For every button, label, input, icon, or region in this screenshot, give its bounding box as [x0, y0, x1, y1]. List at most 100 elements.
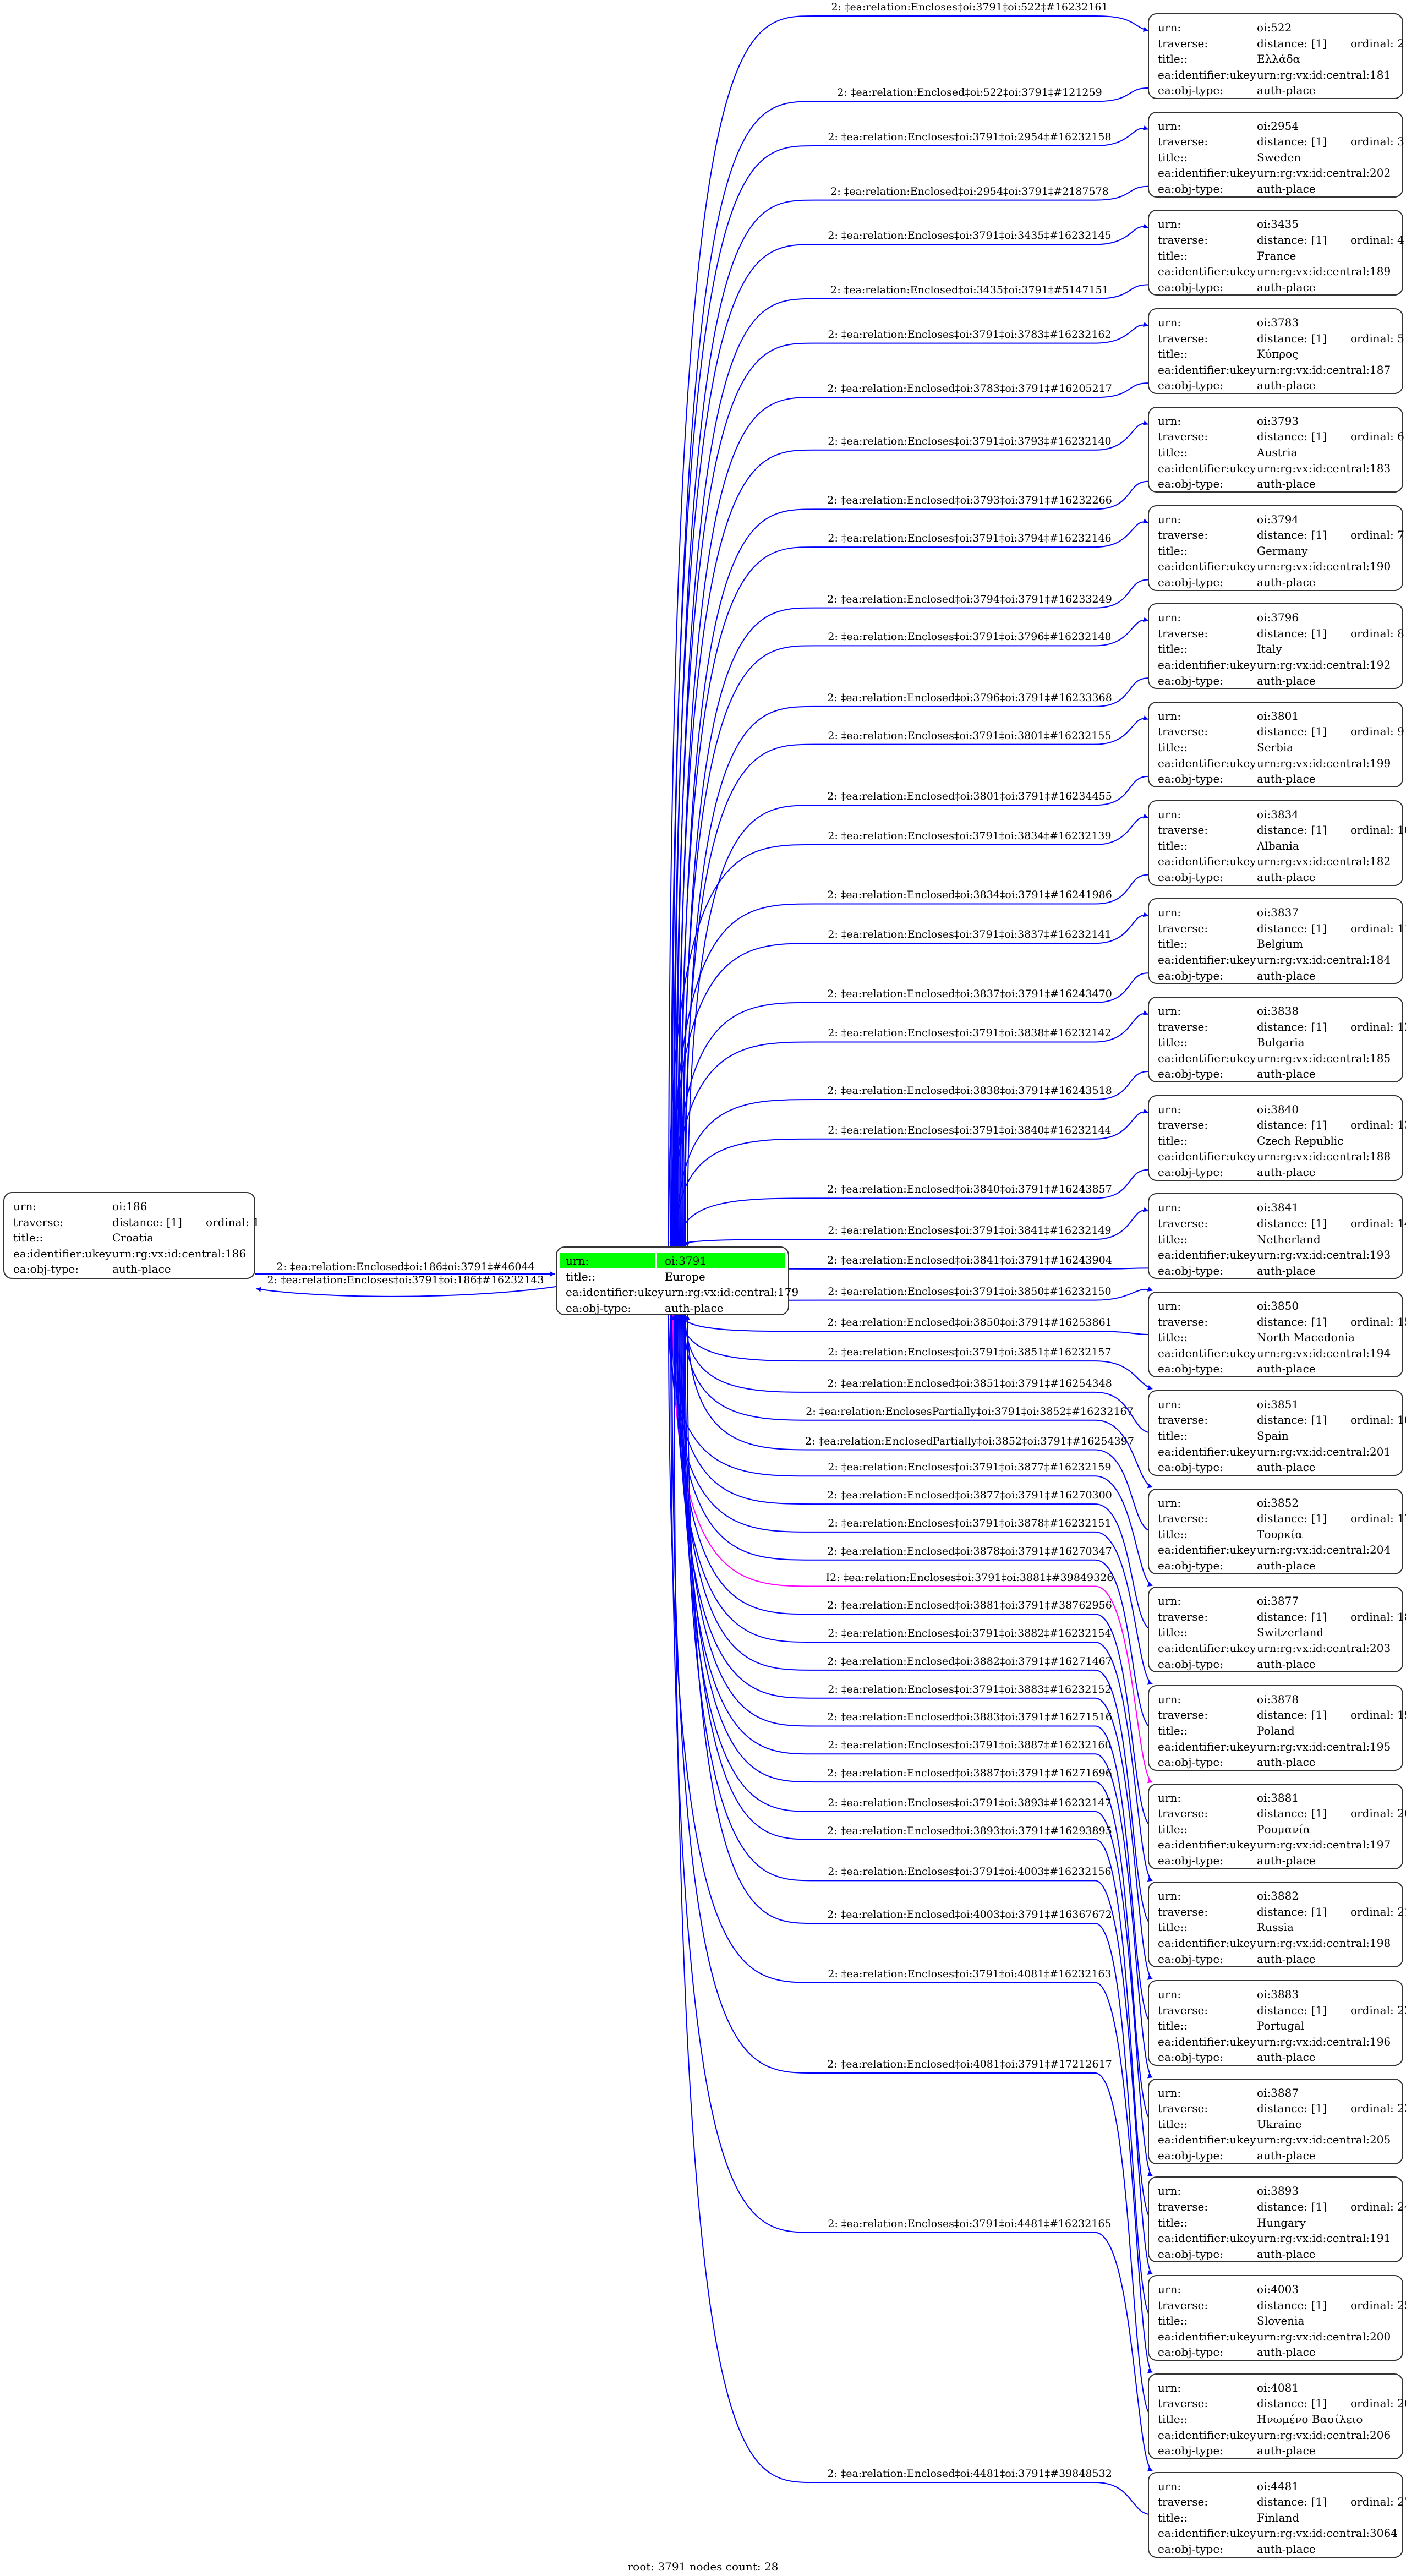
edge-enclosed-oi-3783: [676, 382, 1148, 1247]
field-label: urn:: [1158, 1988, 1181, 2001]
field-label: title::: [1158, 2412, 1188, 2426]
field-value: oi:3883: [1257, 1988, 1299, 2001]
field-label: ea:obj-type:: [1158, 477, 1224, 491]
field-label: urn:: [1158, 1889, 1181, 1903]
field-label: title::: [1158, 1724, 1188, 1738]
edge-label: 2: ‡ea:relation:Encloses‡oi:3791‡oi:3838…: [828, 1027, 1112, 1040]
field-label: ea:obj-type:: [1158, 1067, 1224, 1081]
field-value: urn:rg:vx:id:central:197: [1257, 1838, 1391, 1852]
field-label: ea:obj-type:: [1158, 2050, 1224, 2064]
field-ordinal: ordinal: 12: [1350, 1020, 1406, 1033]
field-value: urn:rg:vx:id:central:3064: [1257, 2526, 1398, 2540]
field-label: ea:identifier:ukey: [1158, 1051, 1256, 1065]
field-value: urn:rg:vx:id:central:188: [1257, 1150, 1391, 1163]
field-label: ea:obj-type:: [1158, 1952, 1224, 1966]
field-label: urn:: [1158, 709, 1181, 723]
edge-label: I2: ‡ea:relation:Encloses‡oi:3791‡oi:388…: [825, 1571, 1114, 1584]
field-label: urn:: [1158, 1201, 1181, 1215]
edge-label: 2: ‡ea:relation:Enclosed‡oi:3893‡oi:3791…: [827, 1824, 1112, 1837]
field-label: title::: [1158, 1134, 1188, 1147]
field-ordinal: ordinal: 10: [1350, 823, 1406, 837]
edge-label: 2: ‡ea:relation:Enclosed‡oi:3877‡oi:3791…: [827, 1489, 1112, 1502]
field-value: France: [1257, 249, 1296, 262]
field-label: ea:obj-type:: [1158, 1362, 1224, 1376]
field-value: auth-place: [1257, 2247, 1316, 2261]
field-value: oi:3850: [1257, 1299, 1299, 1313]
edge-encloses-oi-3794: [679, 518, 1148, 1247]
field-value: auth-place: [1257, 1952, 1316, 1966]
edge-enclosed-oi-3893: [682, 1315, 1153, 2220]
field-distance: distance: [1]: [1257, 1807, 1327, 1820]
field-ordinal: ordinal: 3: [1350, 135, 1404, 149]
field-label: urn:: [1158, 512, 1181, 526]
field-value: Ηνωμένο Βασίλειο: [1257, 2412, 1363, 2426]
field-label: urn:: [1158, 2479, 1181, 2493]
field-label: traverse:: [1158, 1708, 1208, 1722]
edge-encloses-oi-3838: [672, 1010, 1148, 1247]
edge-encloses-oi-3852: [683, 1315, 1153, 1489]
field-label: ea:obj-type:: [1158, 772, 1224, 786]
field-value: Ukraine: [1257, 2117, 1302, 2131]
edge-label: 2: ‡ea:relation:Enclosed‡oi:3881‡oi:3791…: [827, 1599, 1112, 1612]
edge-label: 2: ‡ea:relation:Encloses‡oi:3791‡oi:2954…: [828, 131, 1112, 144]
edge-encloses-oi-3783: [675, 322, 1148, 1247]
field-label: title::: [1158, 937, 1188, 951]
field-label: urn:: [1158, 414, 1181, 428]
field-label: urn:: [1158, 611, 1181, 625]
field-label: ea:identifier:ukey: [1158, 461, 1256, 475]
field-value: auth-place: [1257, 674, 1316, 687]
field-value: oi:3878: [1257, 1692, 1299, 1706]
field-value: Hungary: [1257, 2216, 1306, 2229]
field-value: urn:rg:vx:id:central:204: [1257, 1543, 1391, 1557]
field-label: ea:obj-type:: [1158, 2345, 1224, 2359]
edge-label: 2: ‡ea:relation:EnclosesPartially‡oi:379…: [806, 1405, 1134, 1418]
field-value: urn:rg:vx:id:central:181: [1257, 68, 1391, 81]
edge-label: 2: ‡ea:relation:Enclosed‡oi:2954‡oi:3791…: [830, 185, 1109, 198]
field-value: auth-place: [1257, 772, 1316, 786]
field-value: Russia: [1257, 1921, 1294, 1934]
field-value: urn:rg:vx:id:central:201: [1257, 1445, 1391, 1458]
field-label: urn:: [1158, 21, 1181, 34]
graph-footer: root: 3791 nodes count: 28: [627, 2560, 779, 2573]
field-value: Croatia: [112, 1231, 154, 1245]
edge-encloses-oi-2954: [670, 125, 1148, 1247]
field-label: ea:obj-type:: [1158, 575, 1224, 589]
field-value: auth-place: [1257, 1461, 1316, 1474]
field-label: ea:obj-type:: [1158, 1264, 1224, 1277]
edge-enclosed-oi-3850: [680, 1315, 1153, 1336]
root-highlight-bar: [560, 1253, 785, 1268]
field-label: urn:: [13, 1200, 37, 1213]
edge-encloses-oi-3841: [677, 1207, 1148, 1247]
edge-label: 2: ‡ea:relation:Enclosed‡oi:3838‡oi:3791…: [827, 1085, 1112, 1097]
field-value: auth-place: [1257, 2345, 1316, 2359]
field-distance: distance: [1]: [1257, 331, 1327, 345]
